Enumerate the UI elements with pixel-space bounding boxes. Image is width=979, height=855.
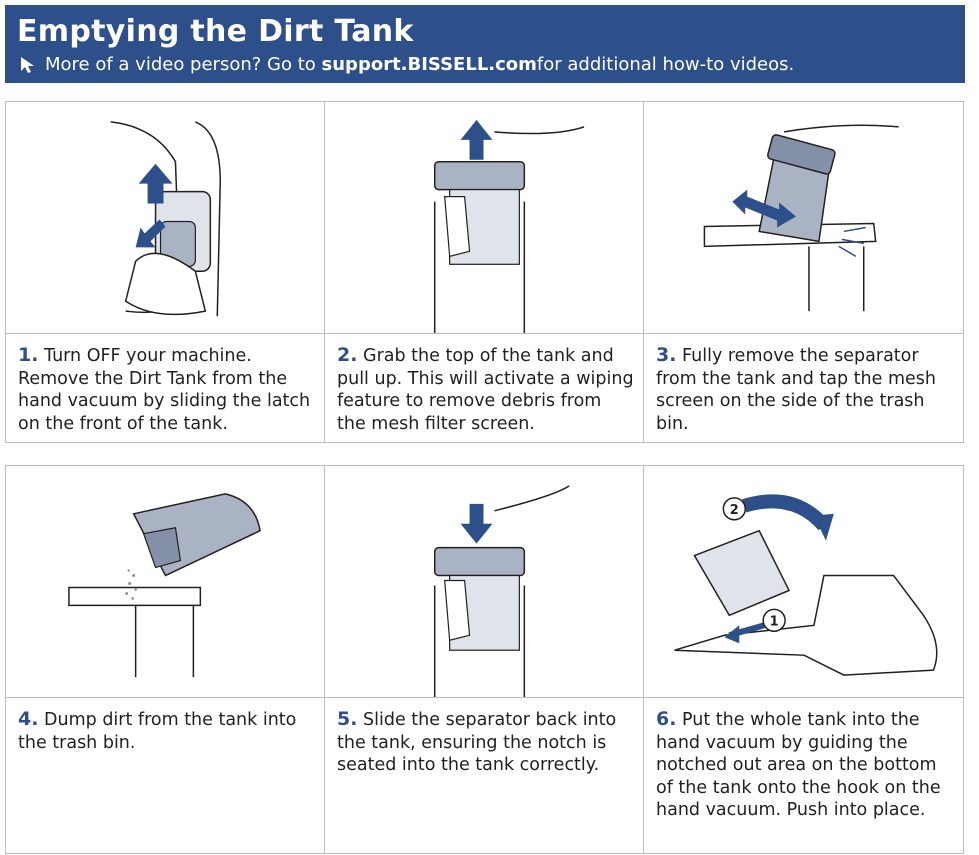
- step-4-number: 4.: [18, 708, 39, 730]
- video-note-suffix: for additional how-to videos.: [536, 54, 795, 75]
- callout-2-badge: 2: [722, 497, 746, 521]
- step-3-number: 3.: [656, 344, 677, 366]
- step-4-text: 4. Dump dirt from the tank into the tras…: [6, 698, 325, 853]
- video-note-prefix: More of a video person? Go to: [45, 54, 316, 75]
- page-title: Emptying the Dirt Tank: [17, 14, 414, 49]
- step-1-instruction: Turn OFF your machine. Remove the Dirt T…: [18, 346, 311, 434]
- step-2-number: 2.: [337, 344, 358, 366]
- step-6-number: 6.: [656, 708, 677, 730]
- callout-1-badge: 1: [762, 608, 786, 633]
- step-4-instruction: Dump dirt from the tank into the trash b…: [18, 710, 297, 753]
- support-link[interactable]: support.BISSELL.com: [321, 54, 537, 75]
- step-4-illustration: [6, 466, 325, 698]
- step-2-instruction: Grab the top of the tank and pull up. Th…: [337, 346, 634, 434]
- step-6-text: 6. Put the whole tank into the hand vacu…: [644, 698, 963, 853]
- video-note: More of a video person? Go to support.BI…: [19, 54, 794, 75]
- page-header: Emptying the Dirt Tank More of a video p…: [5, 5, 965, 83]
- step-1-illustration: [6, 102, 325, 334]
- callout-2-label: 2: [730, 503, 739, 518]
- cursor-arrow-icon: [19, 55, 39, 75]
- step-1-number: 1.: [18, 344, 39, 366]
- callout-1-label: 1: [770, 614, 779, 629]
- step-3-illustration: [644, 102, 963, 334]
- steps-row-1: 1. Turn OFF your machine. Remove the Dir…: [5, 101, 964, 443]
- step-6-instruction: Put the whole tank into the hand vacuum …: [656, 710, 941, 820]
- step-6-illustration: 2 1: [644, 466, 963, 698]
- step-1-text: 1. Turn OFF your machine. Remove the Dir…: [6, 334, 325, 442]
- step-5-illustration: [325, 466, 644, 698]
- steps-row-2: 2 1 4. Dump dirt from the tank into the …: [5, 465, 964, 854]
- step-3-instruction: Fully remove the separator from the tank…: [656, 346, 936, 434]
- step-2-text: 2. Grab the top of the tank and pull up.…: [325, 334, 644, 442]
- step-5-number: 5.: [337, 708, 358, 730]
- step-5-text: 5. Slide the separator back into the tan…: [325, 698, 644, 853]
- step-5-instruction: Slide the separator back into the tank, …: [337, 710, 617, 775]
- step-3-text: 3. Fully remove the separator from the t…: [644, 334, 963, 442]
- step-2-illustration: [325, 102, 644, 334]
